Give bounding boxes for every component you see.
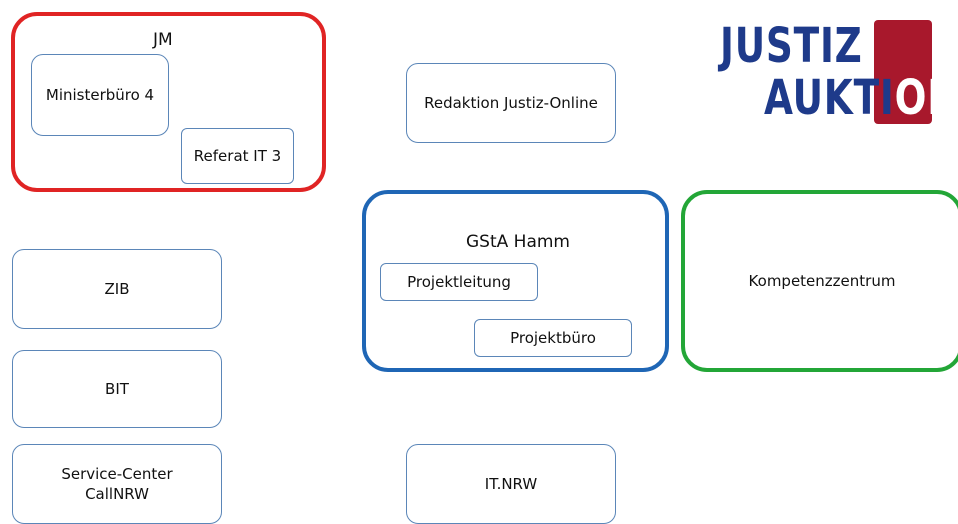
box-projektleitung: Projektleitung [380,263,538,301]
group-jm-title: JM [153,30,173,50]
box-referat-it-3: Referat IT 3 [181,128,294,184]
group-kompetenzzentrum: Kompetenzzentrum [681,190,958,372]
group-gsta-hamm [362,190,669,372]
logo-line-2-white: ON [894,70,958,126]
box-it-nrw: IT.NRW [406,444,616,524]
logo-line-2-blue: AUKTI [764,70,895,126]
justiz-auktion-logo: JUSTIZ AUKTION [718,18,958,124]
logo-line-1: JUSTIZ [720,18,863,74]
logo-red-block [874,20,932,124]
box-zib: ZIB [12,249,222,329]
box-projektbuero: Projektbüro [474,319,632,357]
box-service-center-callnrw: Service-Center CallNRW [12,444,222,524]
logo-line-2: AUKTION [764,74,958,122]
group-gsta-hamm-title: GStA Hamm [466,232,570,252]
box-ministerbuero-4: Ministerbüro 4 [31,54,169,136]
box-bit: BIT [12,350,222,428]
group-jm [11,12,326,192]
box-redaktion-justiz-online: Redaktion Justiz-Online [406,63,616,143]
